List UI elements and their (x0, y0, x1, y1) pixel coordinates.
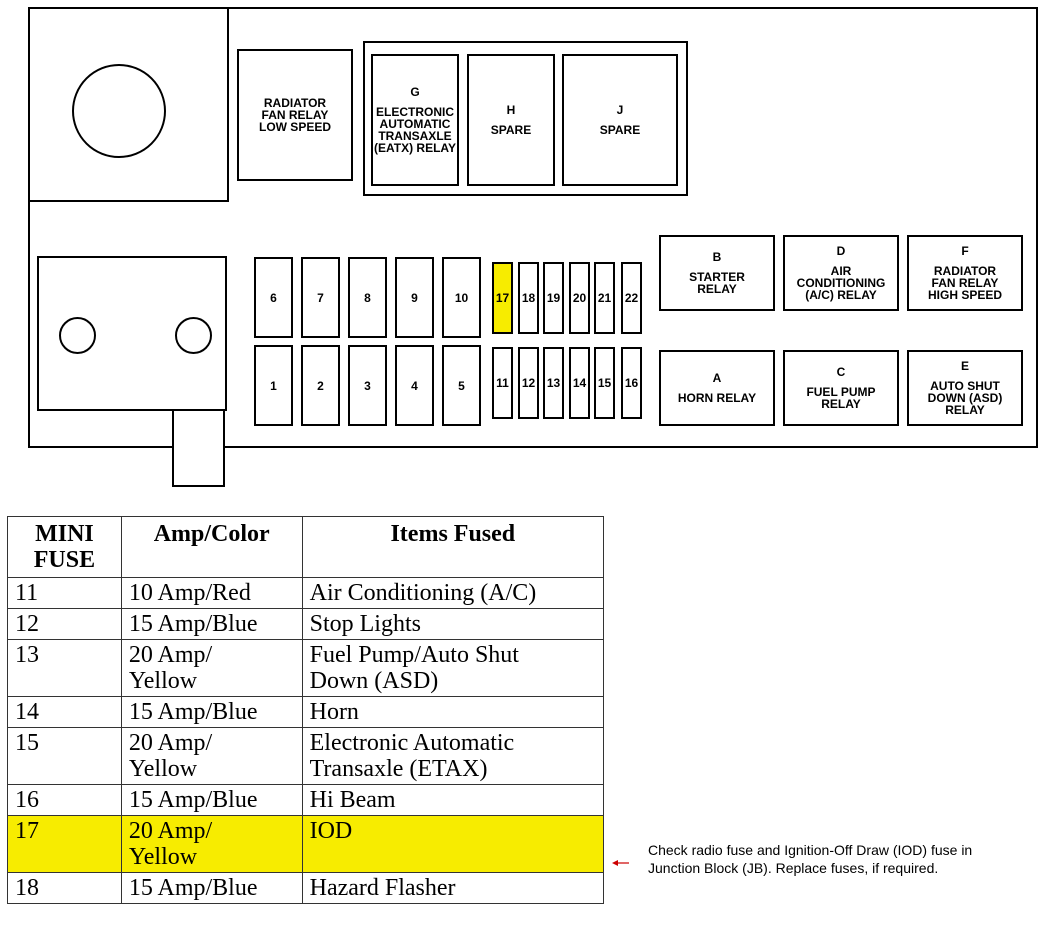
header-amp-color: Amp/Color (120, 516, 303, 578)
relay-label: SPARE (490, 123, 532, 137)
relay-b: B STARTER RELAY (659, 235, 775, 311)
fuse-12: 12 (518, 347, 539, 419)
fuse-4: 4 (395, 345, 434, 426)
header-items-fused: Items Fused (301, 516, 605, 578)
relay-label: RADIATOR FAN RELAY HIGH SPEED (927, 264, 1002, 302)
cell-item: Electronic Automatic Transaxle (ETAX) (301, 727, 605, 785)
cell-item: Horn (301, 696, 605, 728)
relay-label: FUEL PUMP RELAY (806, 385, 876, 411)
cell-item: Hazard Flasher (301, 872, 605, 904)
relay-e: E AUTO SHUT DOWN (ASD) RELAY (907, 350, 1023, 426)
battery-post-circle (72, 64, 166, 158)
relay-g-eatx: G ELECTRONIC AUTOMATIC TRANSAXLE (EATX) R… (371, 54, 459, 186)
relay-label: AUTO SHUT DOWN (ASD) RELAY (927, 379, 1003, 417)
connector-tab (172, 409, 225, 487)
table-header-row: MINI FUSE Amp/Color Items Fused (7, 516, 605, 578)
relay-label: HORN RELAY (677, 391, 757, 405)
cell-amp: 15 Amp/Blue (120, 784, 303, 816)
fuse-11: 11 (492, 347, 513, 419)
cell-item: Fuel Pump/Auto Shut Down (ASD) (301, 639, 605, 697)
fuse-10: 10 (442, 257, 481, 338)
note-arrow-icon (612, 860, 629, 866)
fuse-9: 9 (395, 257, 434, 338)
fuse-13: 13 (543, 347, 564, 419)
cell-fuse: 13 (7, 639, 122, 697)
cell-amp: 20 Amp/ Yellow (120, 639, 303, 697)
cell-amp: 10 Amp/Red (120, 577, 303, 609)
fuse-19: 19 (543, 262, 564, 334)
connector-hole-left (59, 317, 96, 354)
cell-amp: 15 Amp/Blue (120, 872, 303, 904)
relay-radiator-fan-low: RADIATOR FAN RELAY LOW SPEED (237, 49, 353, 181)
cell-fuse: 17 (7, 815, 122, 873)
fuse-8: 8 (348, 257, 387, 338)
fuse-18: 18 (518, 262, 539, 334)
cell-item: Hi Beam (301, 784, 605, 816)
relay-label: ELECTRONIC AUTOMATIC TRANSAXLE (EATX) RE… (373, 105, 456, 155)
fuse-7: 7 (301, 257, 340, 338)
cell-amp: 20 Amp/ Yellow (120, 727, 303, 785)
cell-item: Stop Lights (301, 608, 605, 640)
fuse-2: 2 (301, 345, 340, 426)
cell-amp: 15 Amp/Blue (120, 608, 303, 640)
relay-d: D AIR CONDITIONING (A/C) RELAY (783, 235, 899, 311)
relay-label: SPARE (599, 123, 641, 137)
fuse-1: 1 (254, 345, 293, 426)
cell-amp: 20 Amp/ Yellow (120, 815, 303, 873)
fuse-14: 14 (569, 347, 590, 419)
relay-code: E (960, 359, 969, 373)
cell-fuse: 12 (7, 608, 122, 640)
cell-item: IOD (301, 815, 605, 873)
relay-code: A (712, 371, 722, 385)
fuse-6: 6 (254, 257, 293, 338)
cell-item: Air Conditioning (A/C) (301, 577, 605, 609)
relay-code: J (616, 103, 624, 117)
cell-fuse: 11 (7, 577, 122, 609)
header-mini-fuse: MINI FUSE (7, 516, 122, 578)
fuse-15: 15 (594, 347, 615, 419)
relay-h-spare: H SPARE (467, 54, 555, 186)
fuse-21: 21 (594, 262, 615, 334)
relay-code: C (836, 365, 846, 379)
relay-code: G (410, 85, 420, 99)
cell-fuse: 18 (7, 872, 122, 904)
fuse-22: 22 (621, 262, 642, 334)
cell-amp: 15 Amp/Blue (120, 696, 303, 728)
fuse-17: 17 (492, 262, 513, 334)
relay-a: A HORN RELAY (659, 350, 775, 426)
iod-note: Check radio fuse and Ignition-Off Draw (… (648, 842, 973, 876)
relay-code: F (961, 244, 969, 258)
fuse-16: 16 (621, 347, 642, 419)
relay-label: AIR CONDITIONING (A/C) RELAY (796, 264, 886, 302)
relay-label: STARTER RELAY (689, 270, 745, 296)
cell-fuse: 14 (7, 696, 122, 728)
cell-fuse: 15 (7, 727, 122, 785)
relay-code: D (836, 244, 846, 258)
fuse-20: 20 (569, 262, 590, 334)
connector-hole-right (175, 317, 212, 354)
fuse-5: 5 (442, 345, 481, 426)
relay-c: C FUEL PUMP RELAY (783, 350, 899, 426)
relay-label: RADIATOR FAN RELAY LOW SPEED (258, 96, 331, 134)
cell-fuse: 16 (7, 784, 122, 816)
relay-j-spare: J SPARE (562, 54, 678, 186)
relay-f: F RADIATOR FAN RELAY HIGH SPEED (907, 235, 1023, 311)
relay-code: H (506, 103, 516, 117)
fuse-3: 3 (348, 345, 387, 426)
relay-code: B (712, 250, 722, 264)
